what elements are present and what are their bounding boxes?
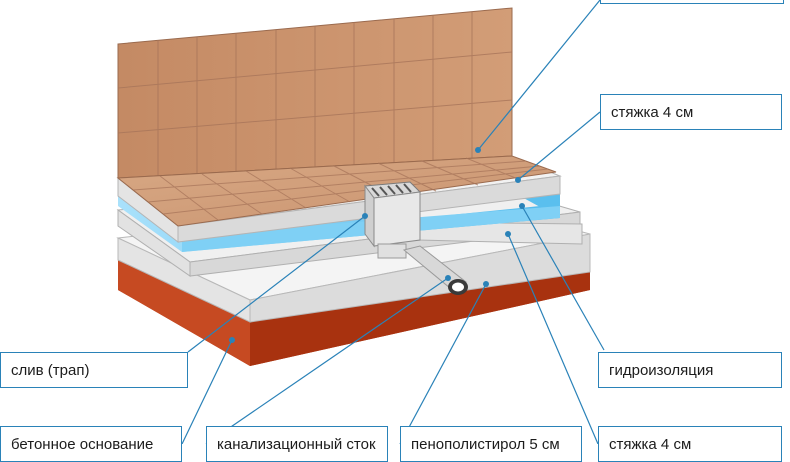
label-drain: слив (трап) (0, 352, 188, 388)
label-top-right (600, 0, 784, 4)
bathroom-floor-diagram (116, 0, 605, 444)
floor-drain (364, 181, 422, 259)
label-screed-lower: стяжка 4 см (598, 426, 782, 462)
leader-lines (181, 0, 605, 444)
concrete-base-layer (118, 260, 590, 366)
leader-dots (229, 147, 525, 343)
label-waterproofing: гидроизоляция (598, 352, 782, 388)
sewer-pipe-icon (448, 279, 468, 295)
leader-tile (477, 0, 601, 151)
leader-drain (187, 215, 366, 353)
leader-concrete (181, 339, 233, 444)
label-polystyrene: пенополистирол 5 см (400, 426, 582, 462)
label-screed-upper: стяжка 4 см (600, 94, 782, 130)
leader-waterproofing (521, 205, 605, 351)
leader-sewer (205, 277, 449, 444)
leader-screed-upper (517, 111, 601, 181)
leader-polystyrene (399, 283, 487, 444)
label-sewer-pipe: канализационный сток (206, 426, 388, 462)
tile-floor (116, 155, 557, 227)
tile-wall (117, 7, 513, 179)
label-concrete-base: бетонное основание (0, 426, 182, 462)
floor-drain-grate-icon (371, 183, 412, 197)
leader-screed-lower (507, 233, 599, 444)
